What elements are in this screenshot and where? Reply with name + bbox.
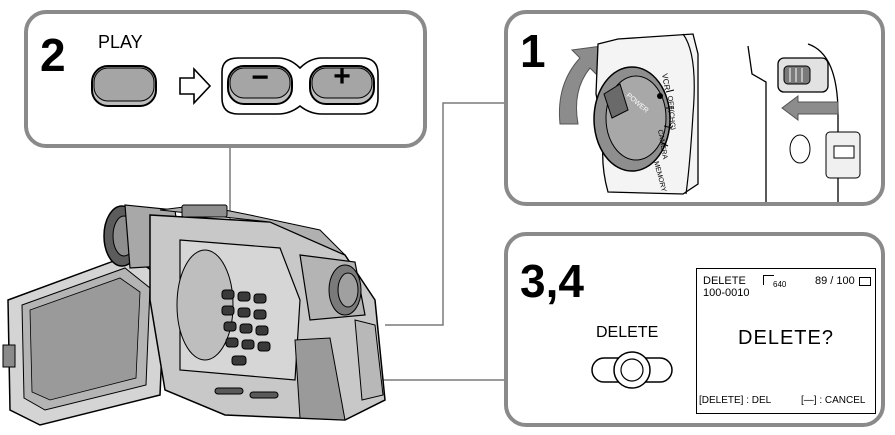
step34-number: 3,4	[520, 255, 584, 307]
step1-illustration: VCR OFF(CHG) CAMERA MEMORY POWER	[558, 33, 861, 202]
screen-image-size: 640	[773, 280, 787, 289]
leader-line-step1	[385, 102, 504, 326]
lcd-panel	[2, 254, 166, 426]
step1-panel: 1 VCR OFF(CHG) CAMERA MEMORY POWER	[504, 10, 885, 206]
dial-label-off: OFF(CHG)	[666, 96, 676, 131]
power-dial[interactable]	[593, 66, 671, 172]
delete-label: DELETE	[596, 324, 659, 341]
step2-number: 2	[40, 29, 66, 81]
camera-body	[149, 204, 386, 421]
play-label: PLAY	[98, 32, 143, 52]
minus-button[interactable]	[227, 65, 293, 105]
screen-mode: DELETE	[703, 275, 746, 287]
screen-counter: 89 / 100	[815, 275, 855, 287]
delete-button[interactable]	[591, 351, 673, 389]
image-size-icon	[763, 275, 774, 285]
lcd-screen: DELETE 100-0010 640 89 / 100 DELETE? [DE…	[696, 268, 876, 414]
step1-number: 1	[520, 25, 546, 77]
play-button[interactable]	[91, 65, 157, 107]
screen-left-hint: [DELETE] : DEL	[699, 395, 772, 406]
right-arrow-icon	[179, 66, 212, 106]
plus-symbol: +	[333, 60, 351, 93]
viewfinder	[299, 254, 366, 321]
screen-prompt: DELETE?	[738, 327, 834, 349]
memory-card-icon	[859, 277, 871, 286]
button-grid	[221, 289, 271, 366]
step34-panel: 3,4 DELETE DELETE 100-0010 640 89 / 100 …	[504, 232, 885, 427]
delete-button-graphic	[591, 351, 673, 389]
screen-right-hint: [—] : CANCEL	[801, 395, 866, 406]
screen-file-number: 100-0010	[703, 287, 750, 299]
plus-button[interactable]	[309, 65, 375, 105]
dial-label-vcr: VCR	[660, 73, 672, 91]
step2-panel: 2 PLAY − +	[24, 10, 427, 148]
step2-controls	[91, 57, 379, 115]
slide-left-arrow-icon	[781, 95, 839, 121]
switch-detail	[747, 43, 861, 202]
minus-symbol: −	[251, 61, 269, 94]
